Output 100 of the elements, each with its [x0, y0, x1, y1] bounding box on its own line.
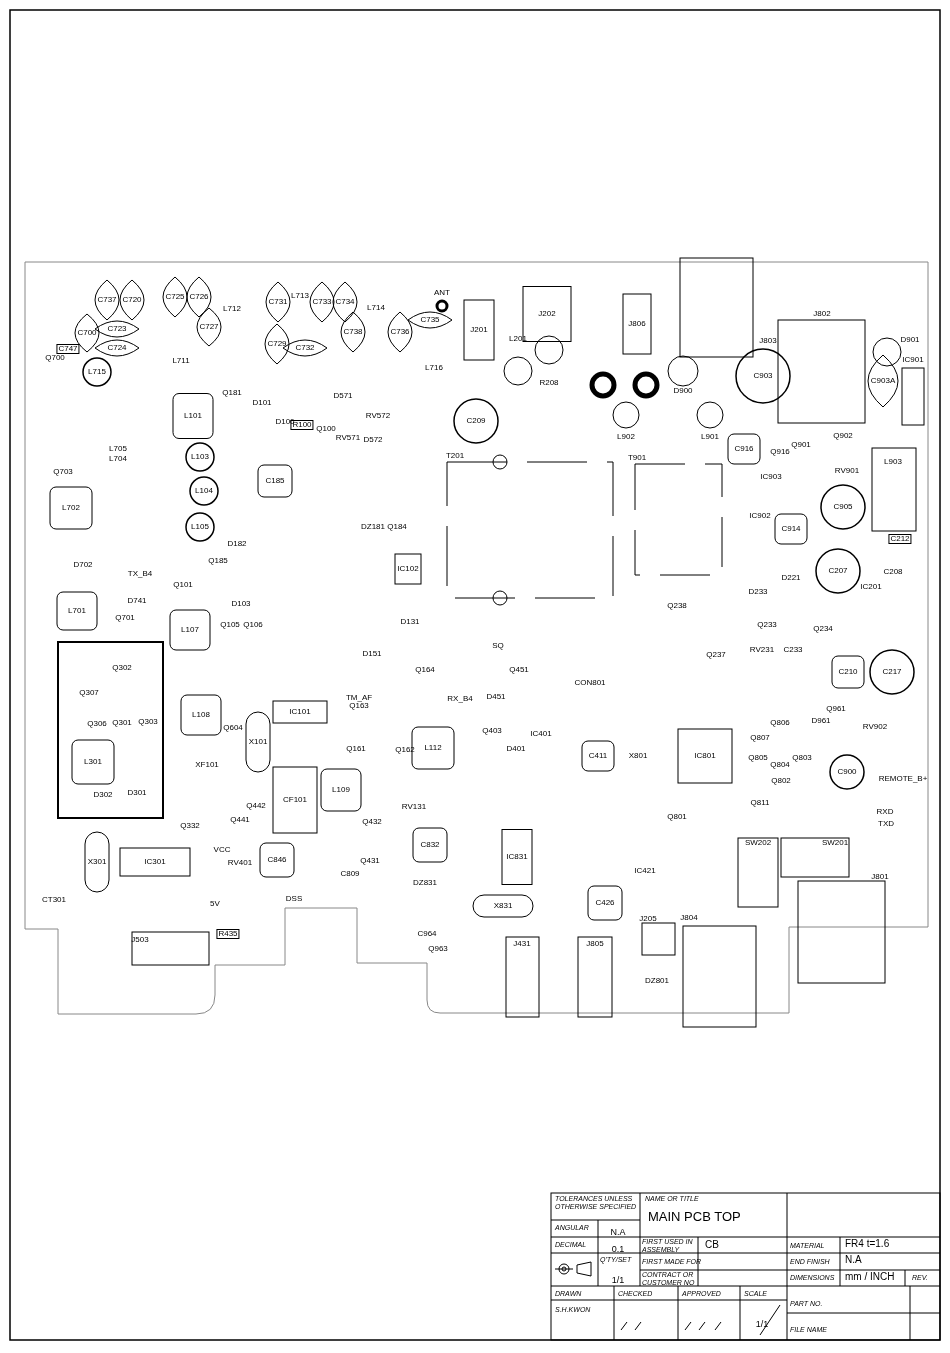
part-designator: DZ181 — [361, 523, 385, 531]
part-designator: C720 — [122, 296, 142, 304]
part-designator: RV231 — [749, 646, 775, 654]
title-block-text: N.A — [610, 1228, 626, 1237]
part-designator: IC801 — [694, 752, 716, 760]
part-designator: J801 — [871, 873, 889, 881]
part-designator: D302 — [93, 791, 113, 799]
part-designator: J802 — [813, 310, 831, 318]
part-designator: CON801 — [574, 679, 606, 687]
part-designator: Q806 — [770, 719, 790, 727]
part-designator: Q106 — [243, 621, 263, 629]
part-designator: Q441 — [230, 816, 250, 824]
part-designator: IC301 — [144, 858, 166, 866]
part-designator: Q961 — [826, 705, 846, 713]
part-designator: R435 — [216, 929, 240, 939]
part-designator: IC903 — [760, 473, 782, 481]
part-designator: C411 — [588, 752, 608, 760]
title-block-text: CB — [705, 1240, 719, 1250]
part-designator: RV131 — [401, 803, 427, 811]
part-designator: IC101 — [289, 708, 311, 716]
part-designator: Q181 — [222, 389, 242, 397]
part-designator: Q703 — [53, 468, 73, 476]
part-designator: J201 — [470, 326, 488, 334]
part-designator: D961 — [811, 717, 831, 725]
part-designator: L713 — [291, 292, 309, 300]
part-designator: Q807 — [750, 734, 770, 742]
part-designator: L104 — [195, 487, 213, 495]
part-designator: RXD — [876, 808, 894, 816]
part-designator: J431 — [513, 940, 531, 948]
part-designator: D901 — [900, 336, 920, 344]
part-designator: Q301 — [112, 719, 132, 727]
part-designator: C217 — [882, 668, 902, 676]
part-designator: L301 — [84, 758, 102, 766]
title-block-text: 1/1 — [755, 1320, 769, 1329]
part-designator: C914 — [781, 525, 801, 533]
part-designator: D900 — [673, 387, 693, 395]
part-designator: SQ — [492, 642, 504, 650]
part-designator: L716 — [425, 364, 443, 372]
part-designator: RX_B4 — [447, 695, 473, 703]
part-designator: IC201 — [860, 583, 882, 591]
part-designator: L201 — [509, 335, 527, 343]
title-block-text: MAIN PCB TOP — [648, 1210, 741, 1223]
part-designator: L903 — [884, 458, 902, 466]
part-designator: RV401 — [227, 859, 253, 867]
part-designator: IC102 — [397, 565, 419, 573]
part-designator: Q432 — [362, 818, 382, 826]
part-designator: Q162 — [395, 746, 415, 754]
part-designator: J805 — [586, 940, 604, 948]
title-block-text: FR4 t=1.6 — [845, 1239, 890, 1249]
part-designator: C208 — [883, 568, 903, 576]
part-designator: Q811 — [750, 799, 770, 807]
part-designator: L109 — [332, 786, 350, 794]
part-designator: TX_B4 — [127, 570, 153, 578]
part-designator: CF101 — [283, 796, 307, 804]
part-designator: Q234 — [813, 625, 833, 633]
part-designator: Q403 — [482, 727, 502, 735]
part-designator: Q237 — [706, 651, 726, 659]
part-designator: Q802 — [771, 777, 791, 785]
part-designator: DSS — [285, 895, 303, 903]
part-designator: C725 — [165, 293, 185, 301]
part-designator: Q604 — [223, 724, 243, 732]
part-designator: L105 — [191, 523, 209, 531]
part-designator: VCC — [213, 846, 231, 854]
part-designator: C700 — [77, 329, 97, 337]
part-designator: C809 — [340, 870, 360, 878]
part-designator: C846 — [267, 856, 287, 864]
part-designator: D741 — [127, 597, 147, 605]
part-designator: C207 — [828, 567, 848, 575]
title-block-text: 0.1 — [611, 1245, 625, 1254]
part-designator: L715 — [88, 368, 106, 376]
part-designator: Q901 — [791, 441, 811, 449]
part-designator: T901 — [627, 454, 647, 462]
part-designator: D131 — [400, 618, 420, 626]
part-designator: C903 — [753, 372, 773, 380]
part-designator: L705 — [109, 445, 127, 453]
part-designator: Q801 — [667, 813, 687, 821]
part-designator: L702 — [62, 504, 80, 512]
part-designator: D571 — [333, 392, 353, 400]
part-designator: DZ801 — [645, 977, 669, 985]
part-designator: D182 — [227, 540, 247, 548]
part-designator: X101 — [248, 738, 268, 746]
part-designator: Q163 — [349, 702, 369, 710]
part-designator: Q185 — [208, 557, 228, 565]
part-designator: IC902 — [749, 512, 771, 520]
part-designator: L107 — [181, 626, 199, 634]
part-designator: C426 — [595, 899, 615, 907]
title-block-text: 1/1 — [611, 1276, 625, 1285]
part-designator: L108 — [192, 711, 210, 719]
part-designator: D301 — [127, 789, 147, 797]
part-designator: TXD — [878, 820, 894, 828]
part-designator: D572 — [363, 436, 383, 444]
part-designator: C727 — [199, 323, 219, 331]
part-designator: C747 — [56, 344, 80, 354]
part-designator: Q161 — [346, 745, 366, 753]
part-designator: D233 — [748, 588, 768, 596]
part-designator: CT301 — [42, 896, 66, 904]
part-designator: X301 — [87, 858, 107, 866]
part-designator: C916 — [734, 445, 754, 453]
part-designator: C723 — [107, 325, 127, 333]
part-designator: R208 — [539, 379, 559, 387]
